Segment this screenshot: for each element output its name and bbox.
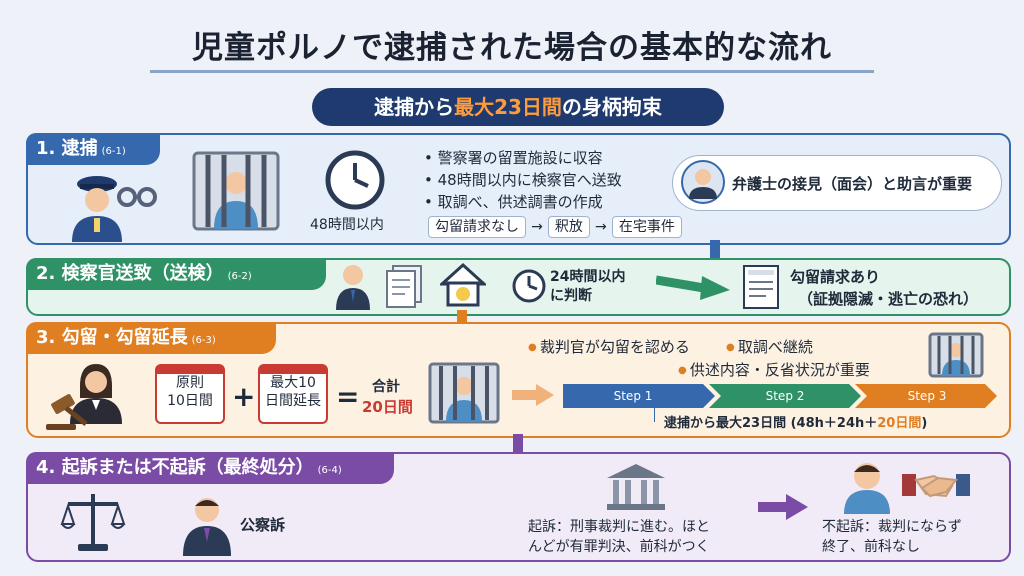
clock-icon (512, 269, 546, 303)
non-indictment-line1: 不起訴：裁判にならず (822, 519, 962, 535)
extension-line1: 最大10 (270, 375, 316, 391)
timeline-connector (654, 408, 655, 422)
base-detention-line1: 原則 (176, 375, 204, 391)
lawyer-note-box (672, 155, 1002, 211)
step-3-label: Step 3 (907, 389, 947, 403)
base-detention-line2: 10日間 (167, 393, 213, 409)
arrest-bullet: 警察署の留置施設に収容 (424, 147, 603, 168)
section-arrest-ref: (6-1) (101, 146, 126, 157)
section-detention-tab: 3. 勾留・勾留延長(6-3) (26, 322, 276, 354)
section-arrest-tab: 1. 逮捕(6-1) (26, 133, 160, 165)
referral-time-line1: 24時間以内 (550, 269, 626, 285)
indictment-line1: 起訴：刑事裁判に進む。ほと (528, 519, 710, 535)
banner-suffix: の身柄拘束 (561, 95, 662, 119)
page-title: 児童ポルノで逮捕された場合の基本的な流れ (192, 30, 832, 66)
jail-cell-icon (928, 332, 984, 378)
indictment-line2: んどが有罪判決、前科がつく (528, 539, 710, 555)
arrest-time-limit: 48時間以内 (310, 217, 384, 233)
equals-sign: = (336, 380, 360, 413)
summary-prefix: 逮捕から最大23日間 (48h＋24h＋ (664, 416, 878, 431)
detention-summary: 逮捕から最大23日間 (48h＋24h＋20日間) (664, 412, 927, 431)
prosecutor-icon (183, 498, 231, 556)
extension-line2: 日間延長 (265, 393, 321, 409)
lawyer-note: 弁護士の接見（面会）と助言が重要 (732, 175, 973, 193)
scales-of-justice-icon (60, 494, 126, 551)
jail-cell-icon (192, 151, 280, 231)
release-chip: 釈放 (547, 216, 590, 238)
arrest-bullet: 取調べ、供述調書の作成 (424, 191, 603, 212)
documents-icon (386, 265, 422, 308)
flow-arrow: → (531, 219, 543, 235)
handcuffs-icon (117, 187, 157, 207)
detention-bullet: 供述内容・反省状況が重要 (678, 359, 870, 380)
arrest-bullet: 48時間以内に検察官へ送致 (424, 169, 622, 190)
extension-box: 最大10 日間延長 (258, 364, 328, 424)
banner-prefix: 逮捕から (374, 95, 455, 119)
summary-highlight: 20日間 (877, 416, 922, 431)
plus-sign: + (232, 380, 256, 413)
judge-icon (70, 364, 122, 424)
request-form-icon (743, 265, 779, 309)
section-arrest-label: 1. 逮捕 (36, 138, 98, 159)
total-value: 20日間 (362, 398, 413, 416)
at-home-case-chip: 在宅事件 (611, 216, 682, 238)
referral-time-line2: に判断 (550, 288, 592, 304)
release-flow: 勾留請求なし → 釈放 → 在宅事件 (428, 216, 682, 238)
no-detention-request-chip: 勾留請求なし (428, 216, 526, 238)
gavel-icon (46, 394, 88, 430)
detention-bullet: 裁判官が勾留を認める (528, 336, 690, 357)
summary-suffix: ) (921, 416, 928, 431)
person-icon (844, 463, 890, 514)
non-indictment-line2: 終了、前科なし (822, 539, 920, 555)
section-referral-tab: 2. 検察官送致（送検）(6-2) (26, 258, 326, 290)
title-underline (150, 70, 874, 73)
detention-bullet: 取調べ継続 (726, 336, 813, 357)
banner-highlight: 最大23日間 (454, 95, 562, 119)
right-arrow (512, 384, 554, 406)
section-referral-ref: (6-2) (227, 271, 252, 282)
detention-request-line2: （証拠隠滅・逃亡の恐れ） (798, 290, 979, 308)
public-charge-label: 公察訴 (240, 516, 286, 534)
section-disposition-tab: 4. 起訴または不起訴（最終処分）(6-4) (26, 452, 394, 484)
right-arrow (656, 275, 730, 300)
step-timeline (563, 384, 997, 408)
step-2-label: Step 2 (765, 389, 805, 403)
section-disposition-label: 4. 起訴または不起訴（最終処分） (36, 457, 314, 478)
section-disposition-ref: (6-4) (317, 465, 342, 476)
section-referral-label: 2. 検察官送致（送検） (36, 263, 224, 284)
detention-banner: 逮捕から最大23日間の身柄拘束 (312, 88, 724, 126)
home-icon (440, 262, 486, 307)
lawyer-avatar-icon (681, 160, 725, 204)
prosecutor-icon (336, 265, 370, 310)
handshake-icon (902, 474, 970, 498)
section-detention-label: 3. 勾留・勾留延長 (36, 327, 188, 348)
jail-cell-icon (428, 362, 500, 424)
courthouse-icon (607, 464, 665, 510)
base-detention-box: 原則 10日間 (155, 364, 225, 424)
police-officer-icon (72, 176, 122, 242)
flow-arrow: → (595, 219, 607, 235)
section-detention-ref: (6-3) (191, 335, 216, 346)
total-label: 合計 (372, 379, 400, 395)
step-1-label: Step 1 (613, 389, 653, 403)
right-arrow (758, 494, 808, 520)
detention-request-line1: 勾留請求あり (790, 268, 881, 286)
clock-icon (325, 150, 385, 210)
